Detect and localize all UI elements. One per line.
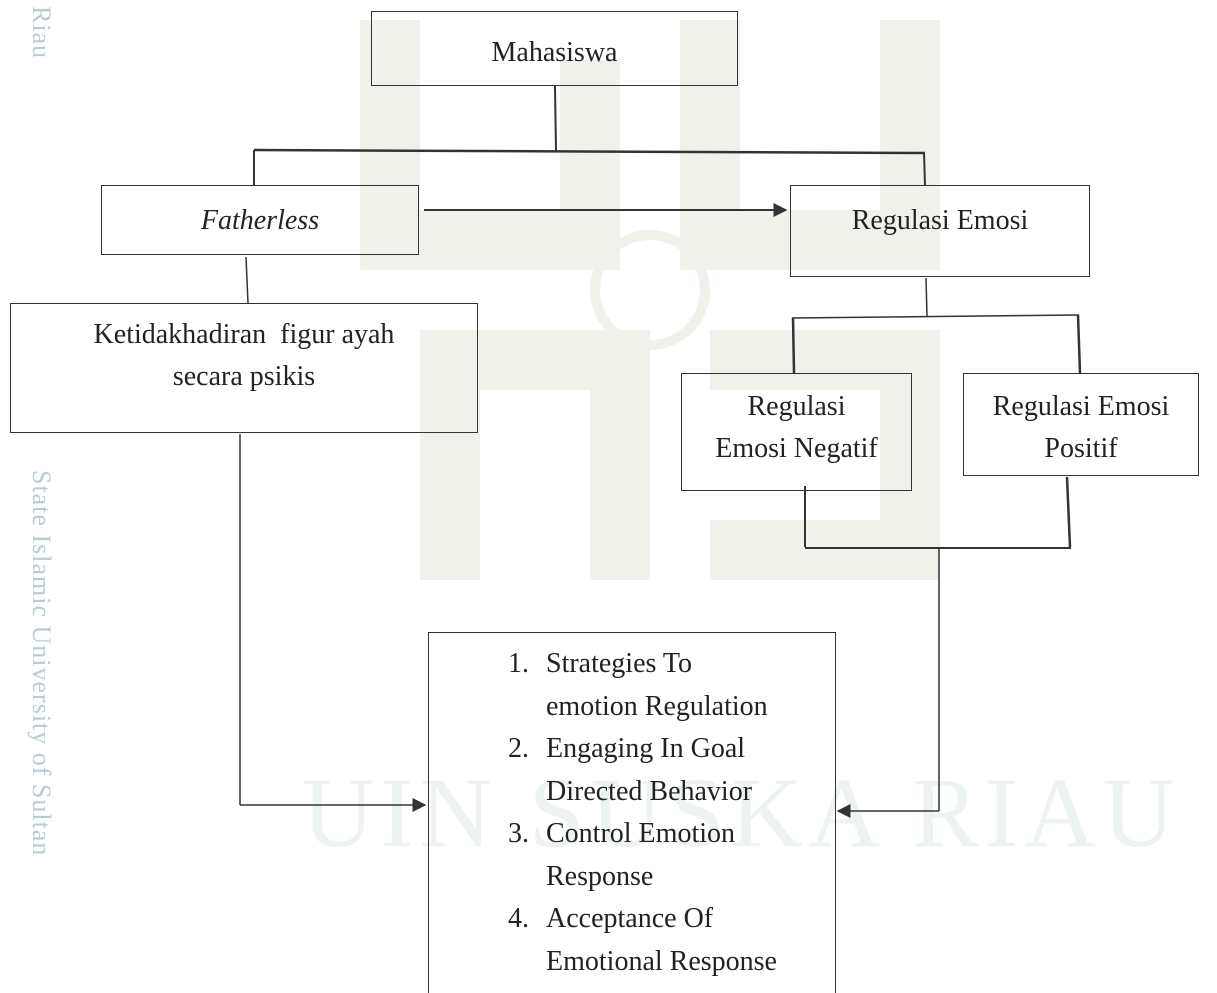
aspects-list: 1. Strategies To emotion Regulation 2. E… — [429, 643, 835, 983]
aspect-text-line: Strategies To — [546, 648, 693, 679]
regulasi-stem — [925, 277, 928, 317]
negatif-label-line-1: Regulasi — [747, 391, 846, 422]
aspect-text-line: Acceptance Of — [546, 903, 714, 934]
ketidakhadiran-box: Ketidakhadiran figur ayah secara psikis — [10, 303, 478, 433]
aspect-text-line: Directed Behavior — [546, 775, 753, 807]
aspect-text-line: Emotional Response — [546, 945, 777, 977]
regulasi-emosi-negatif-box: Regulasi Emosi Negatif — [681, 373, 912, 491]
mahasiswa-label: Mahasiswa — [491, 37, 618, 68]
ketidakhadiran-label-line-1: Ketidakhadiran figur ayah — [93, 319, 395, 350]
aspect-number: 3. — [508, 818, 529, 849]
positif-label-line-2: Positif — [1044, 433, 1118, 464]
aspect-text-line: emotion Regulation — [546, 690, 768, 722]
watermark-campus-name: UIN SUSKA RIAU — [302, 757, 1181, 868]
aspect-text-line: Response — [546, 860, 654, 892]
split-to-negatif — [791, 317, 796, 374]
aspect-item: 3. Control Emotion Response — [429, 813, 835, 898]
aspects-list-box: 1. Strategies To emotion Regulation 2. E… — [428, 632, 836, 993]
negatif-label-line-2: Emosi Negatif — [715, 433, 878, 464]
aspect-number: 4. — [508, 903, 529, 934]
fatherless-to-ketidakhadiran — [245, 256, 249, 304]
mahasiswa-box: Mahasiswa — [371, 11, 738, 86]
regulasi-emosi-label: Regulasi Emosi — [851, 205, 1029, 236]
university-logo-watermark — [360, 20, 940, 580]
aspect-item: 1. Strategies To emotion Regulation — [429, 643, 835, 728]
regulasi-split-bar — [791, 314, 1080, 319]
regulasi-emosi-positif-box: Regulasi Emosi Positif — [963, 373, 1199, 476]
aspect-item: 4. Acceptance Of Emotional Response — [429, 898, 835, 983]
regulasi-emosi-box: Regulasi Emosi — [790, 185, 1090, 277]
aspect-number: 1. — [508, 648, 529, 679]
ketidakhadiran-label-line-2: secara psikis — [172, 361, 316, 392]
aspect-text-line: Control Emotion — [546, 818, 735, 849]
fatherless-label: Fatherless — [200, 205, 320, 236]
branch-to-regulasi — [923, 151, 926, 187]
aspect-item: 2. Engaging In Goal Directed Behavior — [429, 728, 835, 813]
positif-label-line-1: Regulasi Emosi — [992, 391, 1170, 422]
aspect-text-line: Engaging In Goal — [546, 733, 746, 764]
top-branch-bar — [253, 148, 926, 155]
aspect-number: 2. — [508, 733, 529, 764]
positif-down — [1065, 476, 1072, 548]
fatherless-box: Fatherless — [101, 185, 419, 255]
split-to-positif — [1076, 314, 1082, 374]
mahasiswa-stem — [554, 85, 557, 152]
